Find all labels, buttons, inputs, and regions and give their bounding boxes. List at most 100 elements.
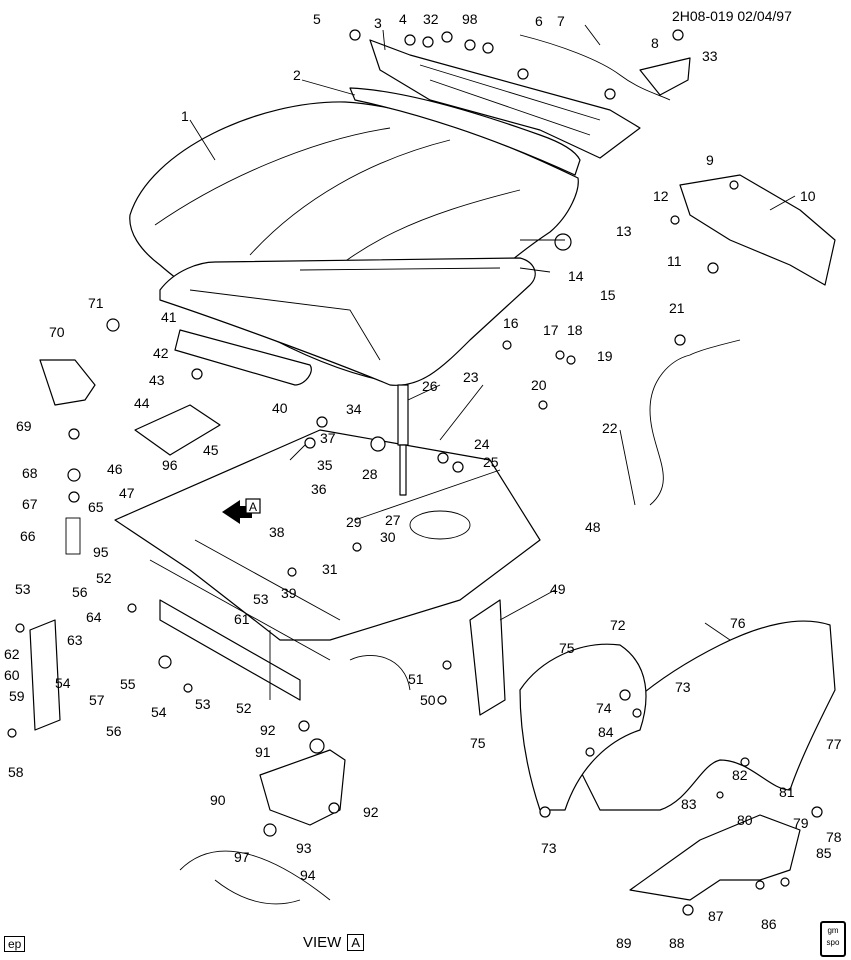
hood-latch-support bbox=[29, 619, 61, 731]
callout-82: 82 bbox=[732, 767, 748, 783]
callout-51: 51 bbox=[408, 671, 424, 687]
view-label-text: VIEW bbox=[303, 934, 342, 951]
callout-18: 18 bbox=[567, 322, 583, 338]
callout-14: 14 bbox=[568, 268, 584, 284]
callout-11: 11 bbox=[667, 253, 682, 269]
callout-59: 59 bbox=[9, 688, 25, 704]
callout-55: 55 bbox=[120, 676, 136, 692]
callout-40: 40 bbox=[272, 400, 288, 416]
callout-93: 93 bbox=[296, 840, 312, 856]
callout-61: 61 bbox=[234, 611, 250, 627]
callout-92a: 92 bbox=[260, 722, 276, 738]
callout-35: 35 bbox=[317, 457, 333, 473]
hood-release-cable bbox=[649, 339, 741, 506]
callout-62: 62 bbox=[4, 646, 20, 662]
callout-73b: 73 bbox=[541, 840, 557, 856]
callout-64: 64 bbox=[86, 609, 102, 625]
callout-50: 50 bbox=[420, 692, 436, 708]
callout-96: 96 bbox=[162, 457, 178, 473]
washer-reservoir bbox=[259, 749, 346, 826]
callout-4: 4 bbox=[399, 11, 407, 27]
callout-labels: 1 2 3 4 5 6 7 8 9 10 11 12 13 14 15 16 1… bbox=[4, 11, 842, 951]
callout-10: 10 bbox=[800, 188, 816, 204]
callout-84: 84 bbox=[598, 724, 614, 740]
hood-inner-panel bbox=[159, 257, 536, 386]
callout-67: 67 bbox=[22, 496, 38, 512]
callout-37: 37 bbox=[320, 430, 336, 446]
leader-lines bbox=[189, 24, 796, 641]
callout-29: 29 bbox=[346, 514, 362, 530]
callout-36: 36 bbox=[311, 481, 327, 497]
front-fender bbox=[579, 620, 836, 811]
callout-20: 20 bbox=[531, 377, 547, 393]
callout-52b: 52 bbox=[236, 700, 252, 716]
callout-33: 33 bbox=[702, 48, 718, 64]
latch-plate-44 bbox=[134, 404, 221, 456]
callout-9: 9 bbox=[706, 152, 714, 168]
fasteners bbox=[7, 29, 823, 916]
callout-75a: 75 bbox=[559, 640, 575, 656]
callout-71: 71 bbox=[88, 295, 104, 311]
bumper-13 bbox=[554, 233, 572, 251]
callout-32: 32 bbox=[423, 11, 439, 27]
view-a-arrow bbox=[222, 500, 252, 524]
callout-56a: 56 bbox=[72, 584, 88, 600]
callout-48: 48 bbox=[585, 519, 601, 535]
callout-87: 87 bbox=[708, 908, 724, 924]
callout-92b: 92 bbox=[363, 804, 379, 820]
callout-60: 60 bbox=[4, 667, 20, 683]
footer-tag: ep bbox=[4, 936, 26, 952]
callout-54b: 54 bbox=[151, 704, 167, 720]
callout-7: 7 bbox=[557, 13, 565, 29]
callout-73a: 73 bbox=[675, 679, 691, 695]
view-a-arrow-box bbox=[245, 498, 261, 514]
splash-shield bbox=[629, 814, 801, 901]
callout-3: 3 bbox=[374, 15, 382, 31]
callout-28: 28 bbox=[362, 466, 378, 482]
callout-49: 49 bbox=[550, 581, 566, 597]
view-a-caption: VIEW A bbox=[303, 934, 365, 951]
callout-42: 42 bbox=[153, 345, 169, 361]
view-label-letter: A bbox=[347, 934, 365, 951]
wheelhouse-liner bbox=[519, 643, 647, 811]
callout-41: 41 bbox=[161, 309, 177, 325]
callout-54a: 54 bbox=[55, 675, 71, 691]
callout-16: 16 bbox=[503, 315, 519, 331]
callout-26: 26 bbox=[422, 378, 438, 394]
cowl-vent-grille bbox=[349, 39, 641, 176]
callout-56b: 56 bbox=[106, 723, 122, 739]
callout-52a: 52 bbox=[96, 570, 112, 586]
callout-65: 65 bbox=[88, 499, 104, 515]
callout-88: 88 bbox=[669, 935, 685, 951]
callout-19: 19 bbox=[597, 348, 613, 364]
callout-27: 27 bbox=[385, 512, 401, 528]
hood-bumper-spring bbox=[65, 517, 81, 555]
callout-25: 25 bbox=[483, 454, 499, 470]
callout-98: 98 bbox=[462, 11, 478, 27]
callout-53c: 53 bbox=[253, 591, 269, 607]
callout-86: 86 bbox=[761, 916, 777, 932]
callout-90: 90 bbox=[210, 792, 226, 808]
callout-2: 2 bbox=[293, 67, 301, 83]
callout-12: 12 bbox=[653, 188, 669, 204]
callout-83: 83 bbox=[681, 796, 697, 812]
callout-53b: 53 bbox=[195, 696, 211, 712]
callout-46: 46 bbox=[107, 461, 123, 477]
callout-69: 69 bbox=[16, 418, 32, 434]
callout-77: 77 bbox=[826, 736, 842, 752]
callout-1: 1 bbox=[181, 108, 189, 124]
callout-43: 43 bbox=[149, 372, 165, 388]
callout-72: 72 bbox=[610, 617, 626, 633]
drawing-code: 2H08-019 02/04/97 bbox=[672, 8, 792, 24]
callout-68: 68 bbox=[22, 465, 38, 481]
lamp-filler bbox=[469, 599, 506, 716]
hood-strut bbox=[397, 384, 409, 496]
callout-81: 81 bbox=[779, 784, 795, 800]
callout-30: 30 bbox=[380, 529, 396, 545]
gm-spo-logo: gm spo bbox=[820, 921, 846, 957]
callout-34: 34 bbox=[346, 401, 362, 417]
callout-13: 13 bbox=[616, 223, 632, 239]
callout-5: 5 bbox=[313, 11, 321, 27]
callout-79: 79 bbox=[793, 815, 809, 831]
